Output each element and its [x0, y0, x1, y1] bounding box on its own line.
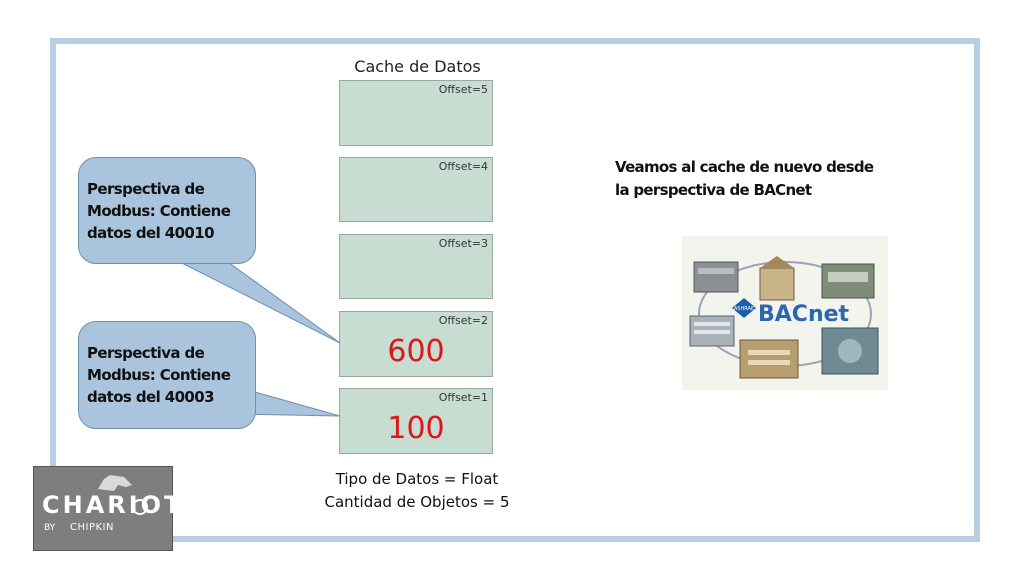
cache-cell-offset-1: Offset=1 100	[339, 388, 493, 454]
modbus-callout-40010: Perspectiva de Modbus: Contiene datos de…	[78, 157, 256, 264]
building-photo	[759, 267, 795, 301]
classroom-photo	[739, 339, 799, 379]
cache-title: Cache de Datos	[354, 57, 481, 76]
callout-text: Perspectiva de Modbus: Contiene datos de…	[87, 180, 231, 242]
bacnet-logo-text: BACnet	[758, 302, 850, 327]
ashrae-badge	[732, 298, 756, 318]
offset-label: Offset=2	[438, 314, 488, 327]
horse-head-icon	[98, 475, 148, 515]
cell-value: 600	[387, 334, 445, 369]
chariot-wordmark: CHARIOT	[42, 491, 184, 519]
equipment-photo	[693, 261, 739, 293]
bacnet-note: Veamos al cache de nuevo desde la perspe…	[615, 158, 874, 199]
cache-cell-offset-3: Offset=3	[339, 234, 493, 299]
chariot-logo: CHARIOT BY CHIPKIN	[33, 466, 180, 551]
chipkin-wordmark: CHIPKIN	[70, 522, 114, 533]
object-count-line: Cantidad de Objetos = 5	[324, 493, 510, 511]
ashrae-text: ASHRAE	[734, 306, 754, 312]
offset-label: Offset=3	[438, 237, 488, 250]
offset-label: Offset=1	[438, 391, 488, 404]
data-type-line: Tipo de Datos = Float	[335, 470, 499, 488]
cell-value: 100	[387, 411, 445, 446]
logo-by: BY	[44, 523, 56, 533]
bacnet-illustration: ASHRAE BACnet	[682, 236, 888, 390]
cache-summary: Tipo de Datos = Float Cantidad de Objeto…	[310, 468, 524, 514]
offset-label: Offset=4	[438, 160, 488, 173]
offset-label: Offset=5	[438, 83, 488, 96]
cache-cell-offset-2: Offset=2 600	[339, 311, 493, 377]
slide-frame	[50, 38, 980, 542]
cache-cell-offset-5: Offset=5	[339, 80, 493, 146]
modbus-callout-40003: Perspectiva de Modbus: Contiene datos de…	[78, 321, 256, 429]
cache-cell-offset-4: Offset=4	[339, 157, 493, 222]
callout-text: Perspectiva de Modbus: Contiene datos de…	[87, 344, 231, 406]
